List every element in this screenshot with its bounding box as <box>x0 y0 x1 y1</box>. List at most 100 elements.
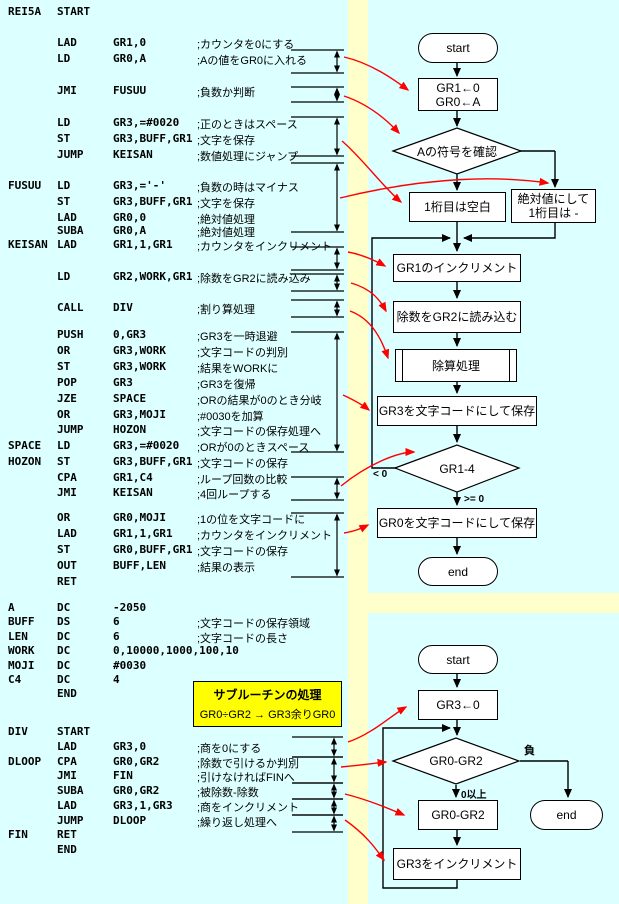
code-op: SUBA <box>57 224 84 237</box>
code-op: LAD <box>57 740 77 753</box>
code-label: WORK <box>8 644 35 657</box>
main-init-line2: GR0←A <box>435 94 481 109</box>
code-op: DC <box>57 630 71 643</box>
code-line: WORK DC 0,10000,1000,100,10 <box>0 644 619 658</box>
code-args: GR3,WORK <box>113 360 166 373</box>
code-comment: ;GR3を復帰 <box>197 379 256 391</box>
code-args: GR3,BUFF,GR1 <box>113 132 193 145</box>
code-op: JZE <box>57 392 77 405</box>
code-args: GR3,0 <box>113 740 147 753</box>
code-op: RET <box>57 575 77 588</box>
sub-increment-box: GR3をインクリメント <box>393 848 521 880</box>
code-comment: ;文字を保存 <box>197 198 256 210</box>
code-op: LD <box>57 52 71 65</box>
code-comment: ;絶対値処理 <box>197 227 256 239</box>
code-args: GR3,=#0020 <box>113 116 180 129</box>
main-branch-ge-label: >= 0 <box>464 494 485 505</box>
main-space-digit-box: 1桁目は空白 <box>409 192 506 222</box>
main-load-divisor-box: 除数をGR2に読み込む <box>393 301 521 333</box>
code-op: LD <box>57 179 71 192</box>
code-comment: ;絶対値処理 <box>197 214 256 226</box>
code-comment: ;負数か判断 <box>197 87 256 99</box>
code-op: SUBA <box>57 784 84 797</box>
main-save-gr0-box: GR0を文字コードにして保存 <box>377 508 537 538</box>
code-comment: ;文字コードの判別 <box>197 347 289 359</box>
code-args: GR3,MOJI <box>113 408 166 421</box>
yellow-divider-horizontal <box>348 593 619 613</box>
code-comment: ;負数の時はマイナス <box>197 182 299 194</box>
code-args: 4 <box>113 673 120 686</box>
code-label: C4 <box>8 673 22 686</box>
code-comment: ;ORの結果が0のとき分岐 <box>197 395 322 407</box>
code-args: GR3,BUFF,GR1 <box>113 455 193 468</box>
code-args: #0030 <box>113 659 147 672</box>
code-args: GR0,GR2 <box>113 755 160 768</box>
code-op: START <box>57 725 91 738</box>
code-op: ST <box>57 132 71 145</box>
code-op: POP <box>57 376 77 389</box>
code-args: KEISAN <box>113 486 153 499</box>
code-op: PUSH <box>57 328 84 341</box>
code-op: OR <box>57 344 71 357</box>
code-comment: ;文字コードの保存領域 <box>197 618 311 630</box>
code-comment: ;除数をGR2に読み込み <box>197 273 311 285</box>
code-op: DS <box>57 615 71 628</box>
code-op: DC <box>57 601 71 614</box>
sub-compare-label: GR0-GR2 <box>429 754 483 768</box>
code-op: JUMP <box>57 148 84 161</box>
code-args: GR0,MOJI <box>113 511 166 524</box>
sub-init-box: GR3←0 <box>418 690 498 720</box>
code-op: LAD <box>57 36 77 49</box>
code-args: GR3,BUFF,GR1 <box>113 195 193 208</box>
sub-branch-negative-label: 負 <box>524 745 535 757</box>
sub-start-terminal: start <box>418 645 498 674</box>
main-init-line1: GR1←0 <box>436 80 480 95</box>
code-op: LAD <box>57 211 77 224</box>
code-args: GR2,WORK,GR1 <box>113 270 193 283</box>
code-op: LD <box>57 439 71 452</box>
code-op: CPA <box>57 471 77 484</box>
code-args: GR3,=#0020 <box>113 439 180 452</box>
code-label: KEISAN <box>8 238 48 251</box>
code-label: DLOOP <box>8 755 42 768</box>
code-op: DC <box>57 673 71 686</box>
main-start-terminal: start <box>418 33 498 63</box>
code-args: GR1,C4 <box>113 471 153 484</box>
code-op: DC <box>57 644 71 657</box>
code-op: START <box>57 5 91 18</box>
code-op: ST <box>57 543 71 556</box>
code-args: 0,10000,1000,100,10 <box>113 644 239 657</box>
code-comment: ;#0030を加算 <box>197 411 264 423</box>
code-comment: ;割り算処理 <box>197 304 256 316</box>
code-op: OR <box>57 511 71 524</box>
main-save-gr3-box: GR3を文字コードにして保存 <box>377 396 537 426</box>
code-label: LEN <box>8 630 28 643</box>
code-args: 0,GR3 <box>113 328 147 341</box>
code-comment: ;除数で引けるか判別 <box>197 758 300 770</box>
main-start-label: start <box>446 41 470 55</box>
code-line: END <box>0 687 619 701</box>
